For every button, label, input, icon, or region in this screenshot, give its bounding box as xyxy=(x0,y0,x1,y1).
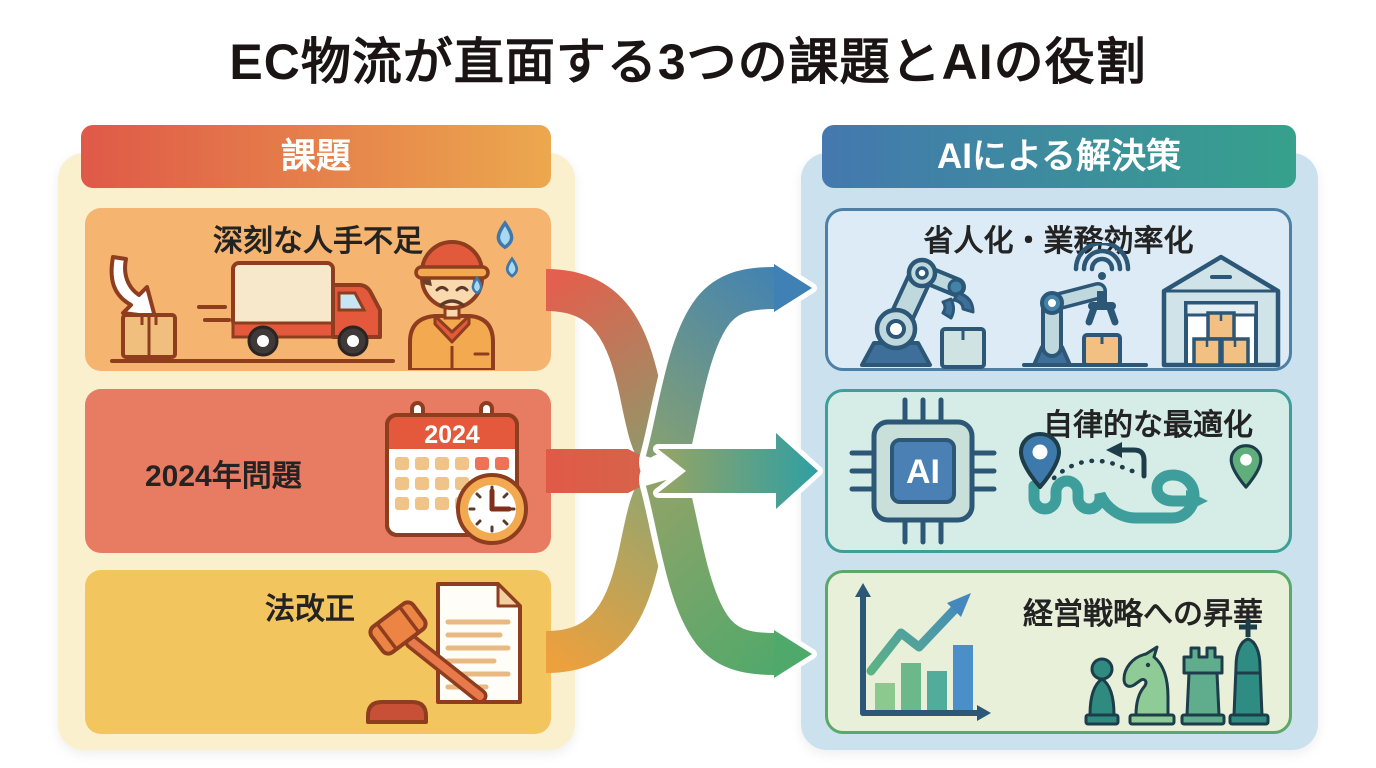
arrow-to-solution-1 xyxy=(639,259,817,489)
sweat-drop-icon xyxy=(471,275,483,295)
delivery-truck-icon xyxy=(197,261,382,357)
ai-chip-label: AI xyxy=(906,453,940,491)
warehouse-icon xyxy=(1161,254,1281,368)
solution-2-label: 自律的な最適化 xyxy=(1043,409,1253,442)
challenge-3-label: 法改正 xyxy=(265,593,355,626)
challenge-2024-problem: 2024年問題 2024 xyxy=(85,389,551,553)
return-arrow-icon xyxy=(1117,447,1147,479)
wifi-icon xyxy=(1073,243,1131,272)
challenges-header-label: 課題 xyxy=(280,137,351,176)
route-map-icon xyxy=(1019,432,1263,524)
challenges-header: 課題 xyxy=(81,125,551,188)
chess-pieces-icon xyxy=(1084,619,1270,726)
flow-arrows xyxy=(545,259,823,683)
challenge-labor-shortage: 深刻な人手不足 xyxy=(85,208,551,371)
challenge-2-label: 2024年問題 xyxy=(145,460,302,493)
dashed-path-icon xyxy=(1051,458,1141,481)
growth-chart-icon xyxy=(855,583,991,721)
map-pin-icon xyxy=(1019,432,1061,489)
solution-automation: 省人化・業務効率化 xyxy=(825,208,1292,371)
conveyor-robot-wifi-icon xyxy=(1022,243,1148,367)
clock-icon xyxy=(456,473,528,545)
ai-chip-icon: AI xyxy=(849,397,997,545)
solution-strategy: 経営戦略への昇華 xyxy=(825,570,1292,734)
arrow-to-solution-2 xyxy=(653,428,823,514)
destination-pin-icon xyxy=(1229,444,1263,489)
solution-1-label: 省人化・業務効率化 xyxy=(923,225,1194,258)
challenge-1-label: 深刻な人手不足 xyxy=(213,225,423,258)
tired-worker-icon xyxy=(408,220,519,370)
route-arrowhead-icon xyxy=(1186,490,1208,512)
solutions-header-label: AIによる解決策 xyxy=(937,137,1181,176)
decline-arrow-icon xyxy=(109,255,177,359)
solutions-header: AIによる解決策 xyxy=(822,125,1296,188)
solution-optimization: 自律的な最適化 AI xyxy=(825,389,1292,553)
solution-3-label: 経営戦略への昇華 xyxy=(1023,598,1263,631)
calendar-year-label: 2024 xyxy=(424,421,480,449)
gavel-icon xyxy=(366,582,522,724)
calendar-2024-icon: 2024 xyxy=(385,401,528,545)
challenge-legal-reform: 法改正 xyxy=(85,570,551,734)
arrow-to-solution-3 xyxy=(639,453,817,683)
document-icon xyxy=(436,582,522,704)
ground-line xyxy=(110,359,395,363)
robot-arm-icon xyxy=(860,257,986,369)
page-title: EC物流が直面する3つの課題とAIの役割 xyxy=(229,34,1147,90)
